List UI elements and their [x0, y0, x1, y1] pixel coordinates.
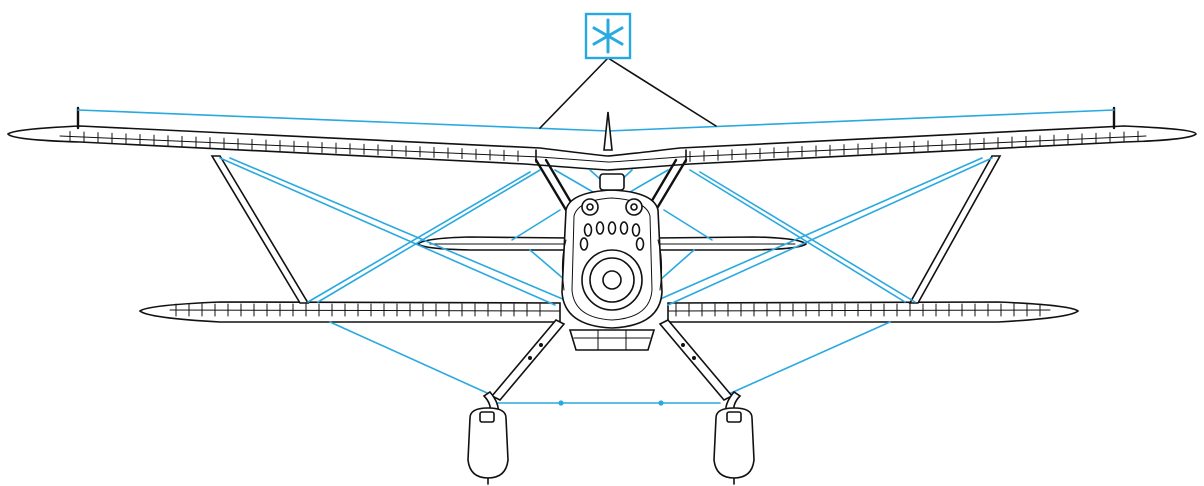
upper-wing-ribs-right	[689, 130, 1139, 163]
lower-wing-ribs-left	[175, 303, 541, 317]
upper-wing	[6, 106, 1197, 171]
right-wheel-fairing	[713, 407, 755, 485]
lower-wing	[138, 301, 1080, 323]
asterisk-icon	[584, 12, 632, 60]
callout-leaders	[539, 57, 717, 129]
left-wheel-fairing	[467, 407, 509, 485]
upper-wing-ribs-left	[69, 130, 519, 162]
fuselage-nose	[561, 173, 663, 351]
tail-fin	[603, 111, 613, 151]
cowling-cooling-slots	[579, 221, 645, 251]
interplane-struts	[210, 149, 1002, 304]
lower-wing-ribs-right	[675, 303, 1041, 317]
